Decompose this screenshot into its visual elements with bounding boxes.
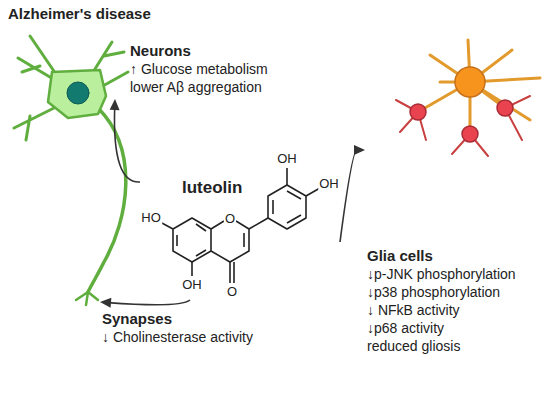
effect-arrow	[100, 298, 190, 308]
node-heading: Neurons	[130, 42, 270, 60]
atom-label: O	[226, 285, 238, 299]
diagram-title: Alzheimer's disease	[8, 5, 151, 22]
neuron-group: Neurons↑ Glucose metabolismlower Aβ aggr…	[10, 40, 272, 99]
glia-illustration	[396, 40, 540, 156]
effect-arrow	[110, 99, 140, 182]
effect-text: ↓ Cholinesterase activity	[102, 328, 255, 346]
atom-label: OH	[318, 177, 340, 191]
atom-label: HO	[140, 211, 162, 225]
arrow-head	[100, 298, 111, 308]
effect-text: ↓p-JNK phosphorylation	[367, 265, 545, 283]
effect-text: reduced gliosis	[367, 337, 545, 355]
arrow-line	[114, 107, 140, 182]
effect-text: ↓p68 activity	[367, 319, 545, 337]
neuron-illustration	[14, 36, 128, 305]
node-heading: Glia cells	[367, 247, 545, 265]
effect-text: ↓ NFkB activity	[367, 301, 545, 319]
atom-label: OH	[181, 278, 203, 292]
effect-text: lower Aβ aggregation	[130, 78, 270, 96]
effect-text: ↑ Glucose metabolism	[130, 60, 270, 78]
glia-group: Glia cells↓p-JNK phosphorylation↓p38 pho…	[365, 52, 547, 358]
arrow-line	[108, 300, 190, 305]
effect-arrow	[340, 145, 365, 242]
compound-group: luteolin	[140, 160, 340, 300]
arrow-head	[354, 145, 365, 155]
synapse-group: Synapses↓ Cholinesterase activity	[100, 292, 257, 349]
node-heading: Synapses	[102, 310, 255, 328]
atom-label: OH	[276, 152, 298, 166]
arrow-line	[340, 150, 357, 242]
effect-text: ↓p38 phosphorylation	[367, 283, 545, 301]
node-heading: luteolin	[182, 178, 338, 198]
arrow-head	[110, 99, 120, 110]
atom-label: O	[224, 212, 236, 226]
